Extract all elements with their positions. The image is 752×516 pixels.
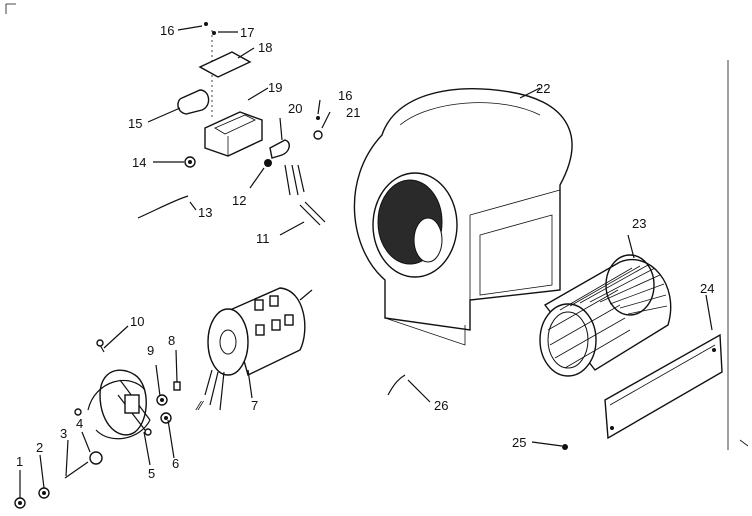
callout-3: 3 [60,426,67,441]
callout-7: 7 [251,398,258,413]
callout-9: 9 [147,343,154,358]
callout-13: 13 [198,205,212,220]
control-assembly [137,22,406,396]
callout-10: 10 [130,314,144,329]
blower-motor: ⁄⁄ [195,287,313,413]
callout-17: 17 [240,25,254,40]
blower-wheel [539,254,672,377]
svg-text:⁄⁄: ⁄⁄ [195,398,204,413]
callout-21: 21 [346,105,360,120]
blower-housing [353,88,573,346]
callout-26: 26 [434,398,448,413]
callout-24: 24 [700,281,714,296]
callout-22: 22 [536,81,550,96]
callout-14: 14 [132,155,146,170]
callout-23: 23 [632,216,646,231]
callouts: 16 17 18 19 15 20 16 21 14 12 13 11 22 2… [16,23,714,481]
callout-16-top: 16 [160,23,174,38]
cutoff-plate [604,333,723,440]
callout-4: 4 [76,416,83,431]
callout-6: 6 [172,456,179,471]
motor-mount [74,369,152,440]
corner-mark-bottom-right [739,439,749,447]
leader-lines [19,25,713,498]
callout-11: 11 [256,231,270,246]
callout-5: 5 [148,466,155,481]
callout-8: 8 [168,333,175,348]
callout-25: 25 [512,435,526,450]
callout-16-right: 16 [338,88,352,103]
corner-mark-top-left [5,3,16,14]
callout-2: 2 [36,440,43,455]
callout-1: 1 [16,454,23,469]
callout-20: 20 [288,101,302,116]
small-hardware [14,116,568,509]
callout-15: 15 [128,116,142,131]
callout-12: 12 [232,193,246,208]
callout-19: 19 [268,80,282,95]
callout-18: 18 [258,40,272,55]
